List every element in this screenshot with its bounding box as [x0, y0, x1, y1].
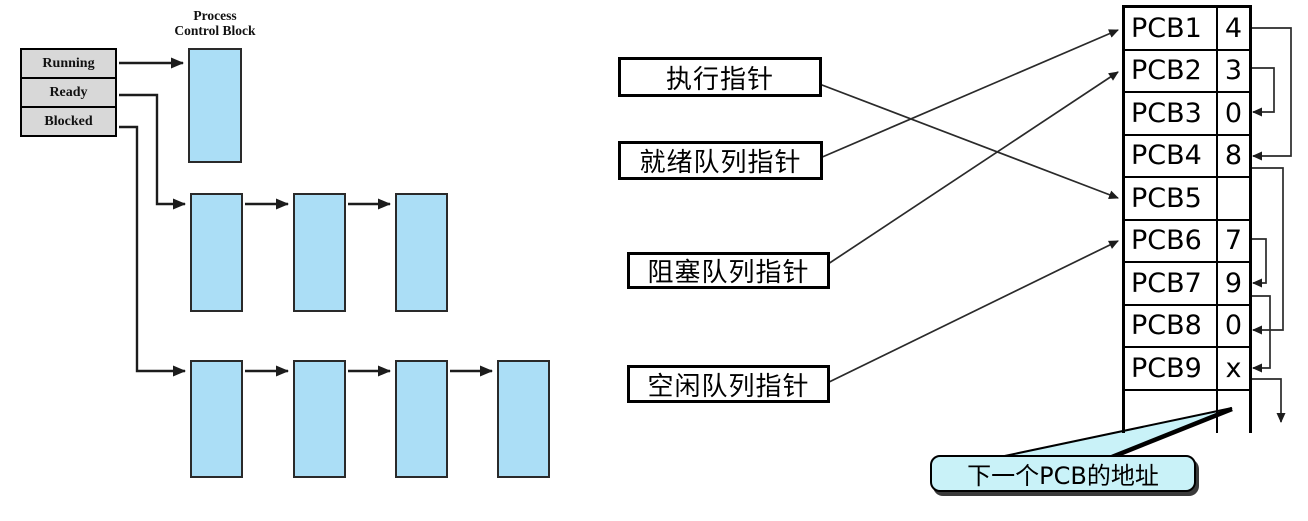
exec-pointer-label: 执行指针 — [618, 57, 822, 97]
state-label-blocked: Blocked — [44, 113, 93, 129]
blocked-queue-pointer-label: 阻塞队列指针 — [627, 252, 830, 289]
pcb-next-cell: 8 — [1224, 140, 1243, 172]
pcb-box-ready-1 — [190, 193, 243, 312]
ready-queue-pointer-text: 就绪队列指针 — [639, 148, 802, 178]
pcb-row-5: PCB5 — [1125, 178, 1249, 221]
pcb-name-cell: PCB3 — [1125, 93, 1218, 134]
pcb-next-cell: 9 — [1224, 267, 1243, 299]
pcb-box-ready-3 — [395, 193, 448, 312]
state-box-running: Running — [20, 48, 117, 79]
link-pcb7-to-pcb9 — [1249, 295, 1271, 373]
pcb-name-cell: PCB6 — [1125, 220, 1218, 261]
pcb-next-cell: 7 — [1224, 225, 1243, 257]
pcb-row-6: PCB6 7 — [1125, 220, 1249, 263]
pcb-box-blocked-3 — [395, 360, 448, 478]
pcb-box-blocked-2 — [293, 360, 346, 478]
pcb-box-ready-2 — [293, 193, 346, 312]
free-queue-pointer-text: 空闲队列指针 — [647, 371, 810, 402]
free-pointer-arrow — [824, 240, 1119, 385]
pcb-row-9: PCB9 x — [1125, 348, 1249, 391]
pcb-row-1: PCB1 4 — [1125, 8, 1249, 51]
pcb-name-cell: PCB5 — [1125, 178, 1218, 219]
pcb-row-empty — [1125, 390, 1249, 434]
ready-queue-entry-arrow — [119, 93, 186, 210]
blocked-queue-pointer-text: 阻塞队列指针 — [647, 258, 810, 288]
pcb-box-running — [188, 48, 242, 163]
process-state-list: Running Ready Blocked — [20, 48, 117, 137]
pcb-title-line1: Process — [193, 8, 237, 23]
pcb-box-blocked-1 — [190, 360, 243, 478]
pcb-name-cell: PCB1 — [1125, 8, 1218, 49]
pcb-name-cell: PCB8 — [1125, 305, 1218, 346]
pcb-row-8: PCB8 0 — [1125, 305, 1249, 348]
pcb-next-cell: 3 — [1224, 55, 1243, 87]
pcb-name-cell: PCB2 — [1125, 50, 1218, 91]
pcb-name-cell: PCB9 — [1125, 348, 1218, 389]
pcb-name-cell: PCB4 — [1125, 135, 1218, 176]
pcb-next-cell: 0 — [1224, 310, 1243, 342]
pcb-table: PCB1 4 PCB2 3 PCB3 0 PCB4 8 PCB5 PCB6 7 … — [1122, 5, 1252, 433]
state-box-ready: Ready — [20, 77, 117, 108]
ready-queue-pointer-label: 就绪队列指针 — [618, 141, 823, 180]
pointer-arrows — [800, 29, 1119, 385]
state-label-running: Running — [42, 55, 95, 71]
ready-pointer-arrow — [812, 29, 1119, 162]
exec-pointer-text: 执行指针 — [665, 64, 774, 95]
pcb-name-cell: PCB7 — [1125, 263, 1218, 304]
state-box-blocked: Blocked — [20, 106, 117, 137]
next-pointer-links — [1249, 27, 1292, 423]
pcb-row-7: PCB7 9 — [1125, 263, 1249, 306]
pcb-next-cell — [1218, 391, 1249, 434]
state-queue-arrows — [119, 57, 493, 377]
pcb-name-cell — [1125, 390, 1218, 433]
pcb-title-line2: Control Block — [174, 23, 256, 38]
pcb-next-cell: x — [1225, 352, 1242, 384]
next-pcb-address-callout: 下一个PCB的地址 — [930, 455, 1196, 492]
link-continue-down — [1249, 378, 1286, 423]
pcb-row-3: PCB3 0 — [1125, 93, 1249, 136]
free-queue-pointer-label: 空闲队列指针 — [627, 365, 830, 403]
callout-tail-edge — [1111, 406, 1233, 460]
link-pcb2-to-pcb3 — [1249, 67, 1275, 117]
pointer-dots — [796, 72, 830, 389]
pcb-row-4: PCB4 8 — [1125, 135, 1249, 178]
blocked-queue-entry-arrow — [119, 125, 186, 377]
link-pcb6-to-pcb7 — [1249, 238, 1267, 288]
pcb-box-blocked-4 — [497, 360, 550, 478]
callout-text: 下一个PCB的地址 — [967, 462, 1159, 490]
pcb-title: Process Control Block — [150, 8, 280, 38]
pcb-row-2: PCB2 3 — [1125, 50, 1249, 93]
exec-pointer-arrow — [800, 76, 1119, 199]
pcb-next-cell: 4 — [1224, 12, 1243, 44]
pcb-next-cell: 0 — [1224, 97, 1243, 129]
blocked-pointer-arrow — [818, 71, 1119, 271]
link-pcb1-to-pcb4 — [1249, 27, 1292, 161]
state-label-ready: Ready — [49, 84, 88, 100]
pcb-next-cell — [1218, 178, 1249, 219]
link-pcb4-to-pcb8 — [1249, 167, 1284, 335]
